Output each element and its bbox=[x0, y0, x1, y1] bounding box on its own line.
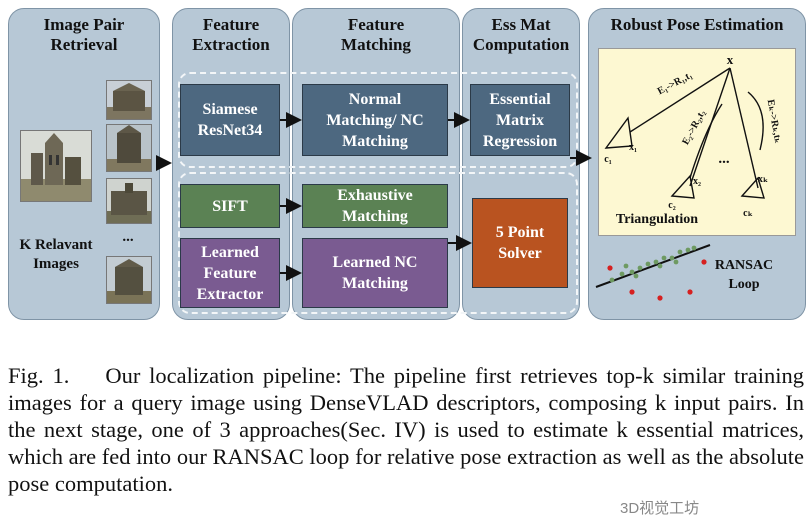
learned-feature-extractor-box: Learned Feature Extractor bbox=[180, 238, 280, 308]
arrows-layer bbox=[156, 67, 765, 301]
essential-matrix-regression-box: Essential Matrix Regression bbox=[470, 84, 570, 156]
ransac-scatter bbox=[595, 244, 711, 301]
cam-1-label: c₁ bbox=[604, 154, 612, 165]
column-title: Feature Extraction bbox=[192, 15, 270, 54]
column-title: Ess Mat Computation bbox=[472, 15, 570, 54]
column-title: Robust Pose Estimation bbox=[610, 15, 784, 34]
exhaustive-matching-box: Exhaustive Matching bbox=[302, 184, 448, 228]
caption-text: Our localization pipeline: The pipeline … bbox=[8, 363, 804, 496]
siamese-resnet34-box: Siamese ResNet34 bbox=[180, 84, 280, 156]
cam-2-label: c₂ bbox=[668, 200, 676, 211]
approach-group-top bbox=[178, 72, 578, 168]
approach-group-bottom bbox=[178, 172, 578, 314]
ellipsis: ... bbox=[122, 229, 134, 245]
triangulation-sketch bbox=[604, 67, 765, 199]
dots-label: ... bbox=[718, 151, 730, 167]
figure-caption: Fig. 1.Our localization pipeline: The pi… bbox=[8, 362, 804, 497]
relevant-image-1 bbox=[106, 80, 152, 120]
relevant-image-k bbox=[106, 256, 152, 304]
cam-k-label: cₖ bbox=[743, 208, 753, 219]
column-title: Image Pair Retrieval bbox=[43, 15, 125, 54]
watermark: 3D视觉工坊 bbox=[620, 500, 700, 517]
k-relevant-images-label: K Relavant Images bbox=[19, 237, 93, 272]
figure-number: Fig. 1. bbox=[8, 363, 70, 388]
column-title: Feature Matching bbox=[341, 15, 411, 54]
pipeline-diagram: Image Pair Retrieval ... K Relavant Imag… bbox=[8, 8, 806, 320]
x1-label: x₁ bbox=[629, 142, 637, 153]
x2-label: x₂ bbox=[693, 176, 701, 187]
ransac-loop-label: RANSAC Loop bbox=[714, 258, 774, 292]
relevant-image-3 bbox=[106, 178, 152, 224]
triangulation-label: Triangulation bbox=[615, 212, 699, 227]
normal-matching-box: Normal Matching/ NC Matching bbox=[302, 84, 448, 156]
sift-box: SIFT bbox=[180, 184, 280, 228]
relevant-image-2 bbox=[106, 124, 152, 172]
query-image bbox=[20, 130, 92, 202]
point-x-label: x bbox=[726, 52, 734, 67]
xk-label: xₖ bbox=[757, 174, 769, 185]
five-point-solver-box: 5 Point Solver bbox=[472, 198, 568, 288]
learned-nc-matching-box: Learned NC Matching bbox=[302, 238, 448, 308]
